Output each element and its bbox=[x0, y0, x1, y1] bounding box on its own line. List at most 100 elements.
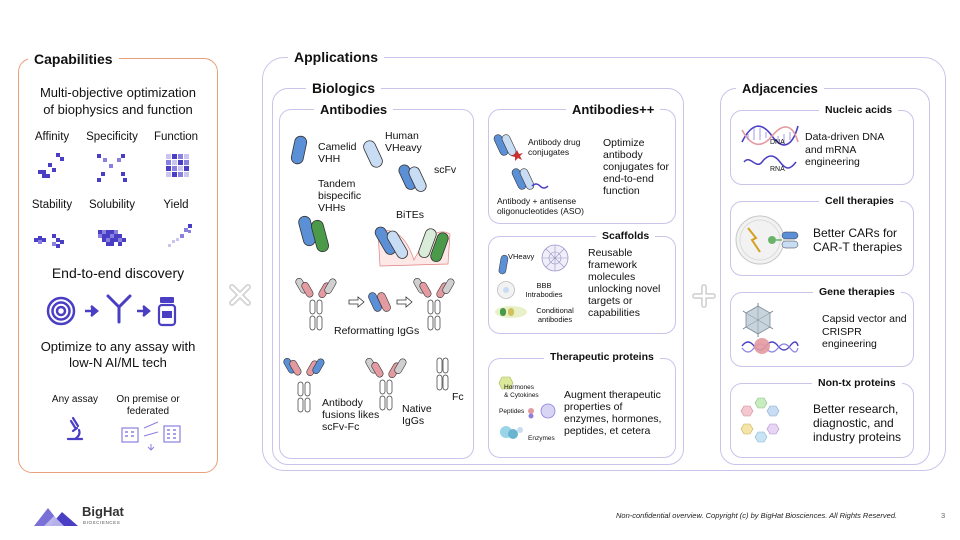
biologics-panel bbox=[272, 88, 684, 465]
camelid-label: Camelid VHH bbox=[318, 141, 357, 165]
dna-label: DNA bbox=[770, 139, 785, 146]
dna-helix-icon bbox=[741, 125, 799, 169]
fc-label: Fc bbox=[452, 391, 464, 403]
solubility-pixel-icon bbox=[98, 230, 126, 246]
yield-pixel-icon bbox=[168, 224, 192, 247]
vheavy-label: VHeavy bbox=[508, 252, 535, 261]
antibody-icon bbox=[106, 294, 132, 324]
vheavy-icon bbox=[498, 254, 509, 275]
copyright-text: Non-confidential overview. Copyright (c)… bbox=[616, 511, 898, 520]
solubility-label: Solubility bbox=[88, 199, 136, 211]
discovery-title: End-to-end discovery bbox=[51, 265, 185, 281]
adjacencies-panel bbox=[720, 88, 930, 465]
specificity-label: Specificity bbox=[86, 131, 138, 143]
non-tx-title: Non-tx proteins bbox=[812, 377, 902, 389]
igg-reformatted-icon bbox=[413, 278, 455, 331]
scaffolds-panel bbox=[488, 236, 676, 334]
cell-desc: Better CARs for CAR-T therapies bbox=[813, 226, 903, 254]
applications-panel bbox=[262, 57, 946, 471]
bbb-label: BBB Intrabodies bbox=[525, 281, 563, 299]
target-icon bbox=[46, 296, 76, 326]
bites-icon bbox=[374, 226, 451, 267]
scfv-label: scFv bbox=[434, 164, 457, 176]
bites-label: BiTEs bbox=[396, 209, 425, 221]
applications-title: Applications bbox=[288, 49, 385, 65]
scfv-fc-icon bbox=[283, 358, 325, 413]
tandem-vhh-icon bbox=[298, 215, 329, 253]
reformat-label: Reformatting IgGs bbox=[334, 325, 420, 337]
arrow-right-icon bbox=[137, 305, 151, 317]
nucleic-desc: Data-driven DNA and mRNA engineering bbox=[805, 131, 885, 168]
any-assay-label: Any assay bbox=[51, 394, 99, 405]
affinity-pixel-icon bbox=[38, 153, 64, 178]
human-vheavy-label: Human VHeavy bbox=[385, 130, 422, 154]
microscope-icon bbox=[66, 416, 84, 441]
vial-icon bbox=[157, 297, 177, 327]
peptides-label: Peptides bbox=[499, 408, 525, 415]
plus-icon bbox=[692, 284, 716, 308]
gene-therapies-title: Gene therapies bbox=[813, 286, 901, 298]
car-t-cell-icon bbox=[735, 215, 799, 265]
human-vheavy-icon bbox=[363, 140, 383, 168]
capabilities-headline: Multi-objective optimization of biophysi… bbox=[39, 85, 197, 117]
gene-desc: Capsid vector and CRISPR engineering bbox=[822, 313, 907, 350]
assay-headline: Optimize to any assay with low-N AI/ML t… bbox=[40, 339, 196, 370]
native-label: Native IgGs bbox=[402, 403, 432, 427]
non-tx-desc: Better research, diagnostic, and industr… bbox=[813, 402, 902, 444]
arrow-right-icon bbox=[85, 305, 99, 317]
function-label: Function bbox=[153, 131, 199, 143]
affinity-label: Affinity bbox=[34, 131, 70, 143]
intrabody-cell-icon bbox=[497, 281, 515, 299]
function-pixel-icon bbox=[166, 154, 189, 177]
antibodies-pp-desc: Optimize antibody conjugates for end-to-… bbox=[603, 137, 669, 197]
scaffold-molecule-icon bbox=[541, 244, 569, 272]
premise-label: On premise or federated bbox=[116, 394, 180, 417]
scfv-icon bbox=[398, 164, 427, 192]
stability-pixel-icon bbox=[34, 234, 64, 248]
logo-subtitle: BIOSCIENCES bbox=[83, 520, 121, 525]
bighat-logo-icon bbox=[34, 508, 78, 526]
peptide-icon bbox=[528, 403, 556, 419]
hormones-label: Hormones & Cytokines bbox=[504, 384, 539, 399]
crispr-icon bbox=[741, 338, 799, 354]
therapeutic-desc: Augment therapeutic properties of enzyme… bbox=[564, 389, 662, 437]
close-icon bbox=[229, 284, 251, 306]
enzymes-label: Enzymes bbox=[528, 435, 555, 442]
aso-icon bbox=[511, 168, 549, 190]
reformat-fragment-icon bbox=[368, 292, 391, 312]
tandem-label: Tandem bispecific VHHs bbox=[318, 178, 362, 214]
cell-therapies-title: Cell therapies bbox=[819, 195, 900, 207]
antibodies-title: Antibodies bbox=[314, 102, 394, 117]
scaffolds-desc: Reusable framework molecules unlocking n… bbox=[588, 247, 661, 319]
specificity-pixel-icon bbox=[97, 154, 127, 182]
page-number: 3 bbox=[941, 511, 946, 520]
hormone-icon bbox=[498, 376, 514, 390]
adc-label: Antibody drug conjugates bbox=[528, 137, 581, 157]
adjacencies-title: Adjacencies bbox=[736, 81, 824, 96]
adc-icon bbox=[493, 134, 523, 161]
yield-label: Yield bbox=[163, 199, 189, 211]
logo-name: BigHat bbox=[82, 504, 124, 519]
therapeutic-title: Therapeutic proteins bbox=[544, 351, 660, 363]
arrow-right-icon bbox=[396, 296, 413, 308]
protein-hexagons-icon bbox=[740, 397, 780, 443]
conditional-label: Conditional antibodies bbox=[536, 306, 574, 324]
rna-label: RNA bbox=[770, 166, 785, 173]
nucleic-acids-title: Nucleic acids bbox=[819, 104, 899, 116]
capabilities-title: Capabilities bbox=[28, 51, 119, 67]
aso-label: Antibody + antisense oligonucleotides (A… bbox=[497, 196, 584, 216]
scaffolds-title: Scaffolds bbox=[596, 230, 656, 242]
igg-icon bbox=[295, 278, 337, 331]
arrow-right-icon bbox=[348, 296, 365, 308]
conditional-antibody-icon bbox=[495, 306, 527, 318]
stability-label: Stability bbox=[31, 199, 73, 211]
enzyme-icon bbox=[500, 426, 523, 439]
building-network-icon bbox=[121, 421, 181, 451]
capsid-virus-icon bbox=[742, 303, 774, 337]
native-igg-icon bbox=[365, 358, 407, 411]
biologics-title: Biologics bbox=[306, 80, 382, 96]
fc-icon bbox=[436, 357, 449, 391]
fusion-label: Antibody fusions likes scFv-Fc bbox=[322, 397, 380, 433]
camelid-vhh-icon bbox=[290, 135, 308, 165]
antibodies-pp-title: Antibodies++ bbox=[566, 102, 661, 117]
